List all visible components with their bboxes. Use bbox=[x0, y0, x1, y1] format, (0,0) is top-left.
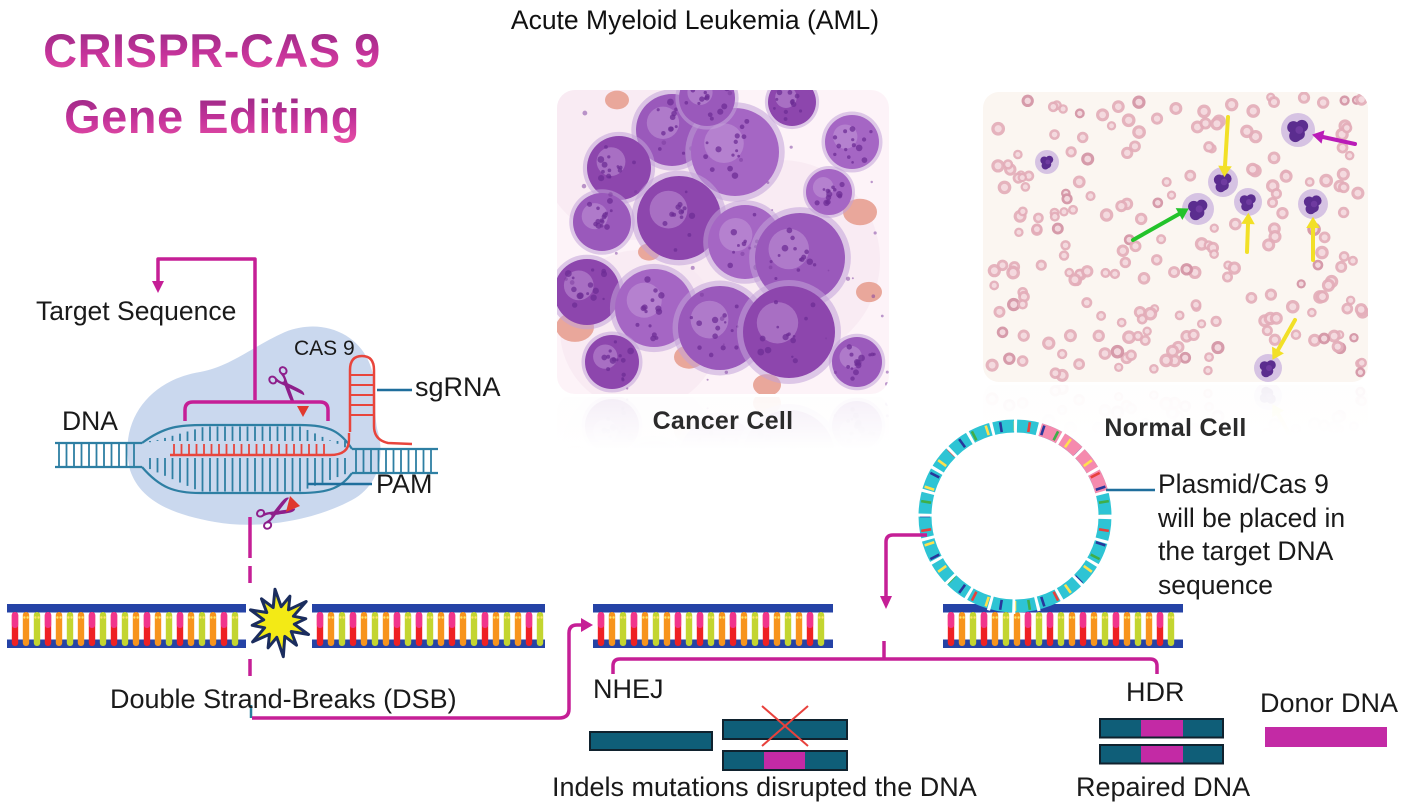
repair-pathways bbox=[589, 705, 1387, 771]
target-sequence-label: Target Sequence bbox=[36, 296, 237, 326]
arrowhead bbox=[152, 281, 164, 293]
donor-dna-bar bbox=[1265, 727, 1387, 747]
plasmid-note-line: will be placed in bbox=[1158, 502, 1346, 533]
page-title: CRISPR-CAS 9 Gene Editing bbox=[6, 18, 418, 150]
annotation-arrows bbox=[1131, 115, 1357, 360]
crispr-mechanism-diagram: ✂✂ bbox=[55, 257, 438, 676]
hdr-caption: Repaired DNA bbox=[1076, 772, 1251, 802]
dna-strand bbox=[7, 604, 246, 648]
donor-dna-label: Donor DNA bbox=[1260, 688, 1399, 718]
dna-strand bbox=[943, 604, 1183, 648]
cancer-cell-micrograph bbox=[557, 90, 889, 459]
plasmid-note-line: Plasmid/Cas 9 bbox=[1158, 469, 1329, 499]
title-line-2: Gene Editing bbox=[6, 84, 418, 150]
dna-strands bbox=[7, 587, 1183, 659]
cut-site-marker bbox=[286, 496, 300, 512]
cas9-label: CAS 9 bbox=[294, 337, 355, 360]
plasmid-note-line: sequence bbox=[1158, 569, 1273, 600]
arrowhead bbox=[581, 618, 593, 632]
title-line-1: CRISPR-CAS 9 bbox=[6, 18, 418, 84]
dna-label: DNA bbox=[62, 406, 118, 436]
nhej-label: NHEJ bbox=[593, 674, 664, 704]
nhej-caption: Indels mutations disrupted the DNA bbox=[552, 772, 977, 802]
dna-strand bbox=[312, 604, 545, 648]
dsb-starburst-icon bbox=[249, 587, 310, 659]
arrowhead bbox=[880, 596, 892, 609]
pam-label: PAM bbox=[376, 469, 433, 499]
dna-strand bbox=[593, 604, 833, 648]
normal-cell-label: Normal Cell bbox=[1104, 414, 1247, 442]
hdr-label: HDR bbox=[1126, 677, 1185, 707]
dsb-label: Double Strand-Breaks (DSB) bbox=[110, 684, 457, 714]
cut-site-marker bbox=[297, 406, 309, 417]
sgrna-label: sgRNA bbox=[415, 372, 501, 402]
plasmid-icon bbox=[917, 418, 1155, 614]
flow-connectors bbox=[249, 533, 1159, 720]
plasmid-note-line: the target DNA bbox=[1158, 536, 1334, 566]
plasmid-note: Plasmid/Cas 9 will be placed in the targ… bbox=[1158, 468, 1345, 602]
aml-heading: Acute Myeloid Leukemia (AML) bbox=[510, 5, 880, 35]
cancer-cell-label: Cancer Cell bbox=[652, 407, 794, 435]
